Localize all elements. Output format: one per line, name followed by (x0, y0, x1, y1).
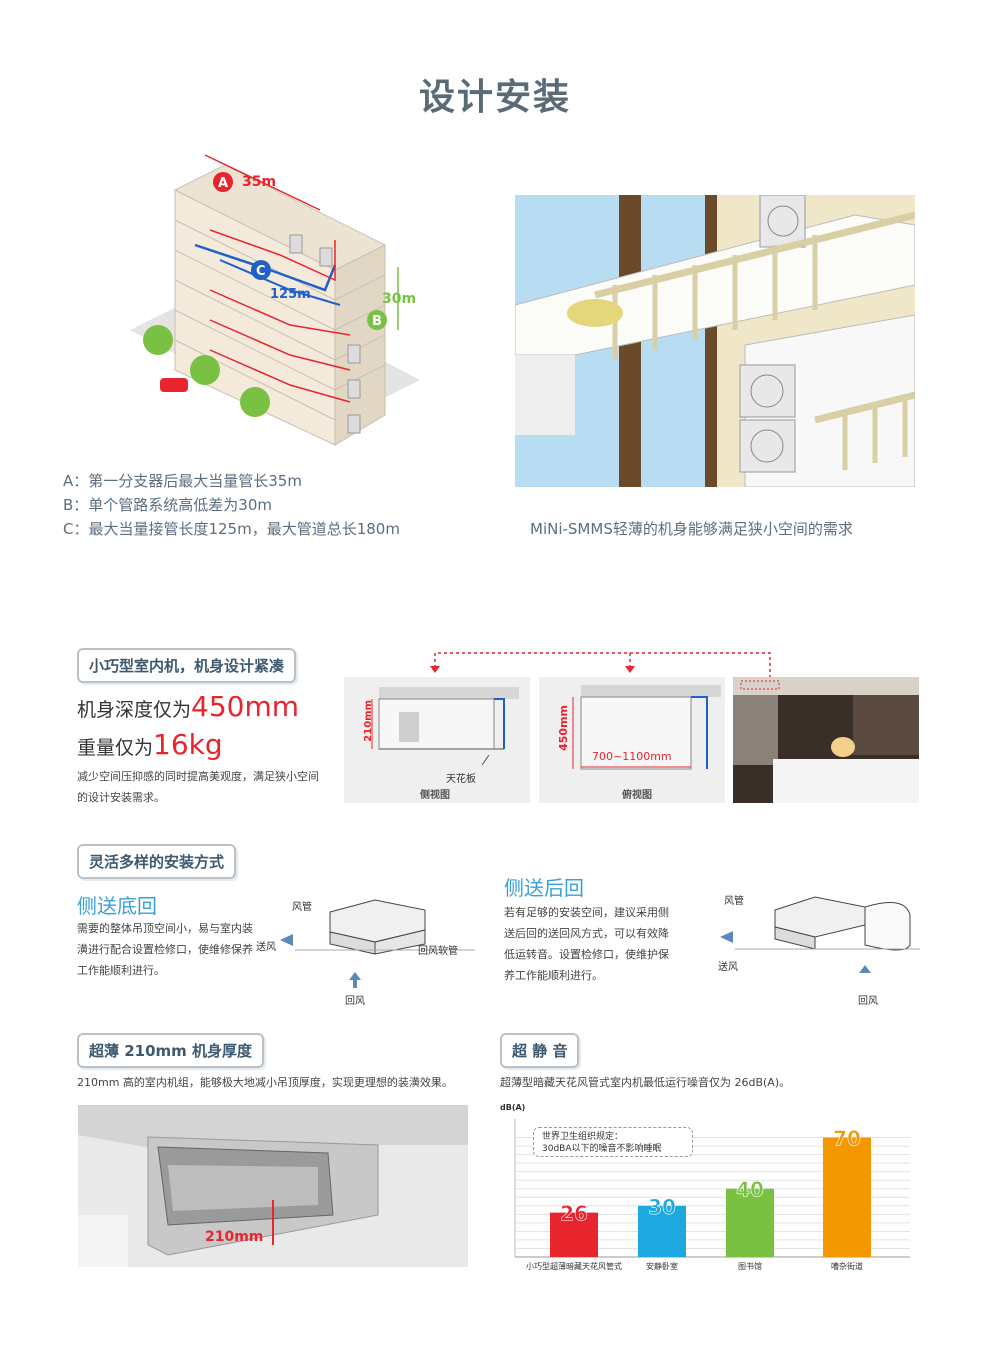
depth-line: 机身深度仅为450mm (77, 690, 299, 723)
who-note-line1: 世界卫生组织规定： (542, 1132, 624, 1142)
label-b: B (372, 314, 382, 329)
legend-c: C：最大当量接管长度125m，最大管道总长180m (63, 520, 400, 538)
ceiling-label: 天花板 (446, 774, 476, 785)
compact-desc: 减少空间压抑感的同时提高美观度，满足狭小空间的设计安装需求。 (77, 770, 319, 804)
legend-a: A：第一分支器后最大当量管长35m (63, 472, 302, 490)
rear-wind-pipe: 风管 (724, 896, 744, 907)
rear-return-diagram (720, 896, 920, 973)
top-dim-v: 450mm (557, 705, 570, 751)
category-label-1: 安静卧室 (646, 1262, 678, 1271)
weight-value: 16kg (153, 728, 223, 761)
dim-a-text: 35m (242, 174, 276, 190)
depth-prefix: 机身深度仅为 (77, 699, 192, 721)
weight-prefix: 重量仅为 (77, 737, 154, 759)
dim-b-text: 30m (382, 291, 416, 307)
quiet-tag: 超 静 音 (500, 1033, 580, 1068)
thin-dim: 210mm (205, 1229, 264, 1245)
weight-line: 重量仅为16kg (77, 728, 223, 761)
thin-desc: 210mm 高的室内机组，能够极大地减小吊顶厚度，实现更理想的装潢效果。 (77, 1076, 453, 1089)
quiet-desc: 超薄型暗藏天花风管式室内机最低运行噪音仅为 26dB(A)。 (500, 1076, 791, 1089)
top-dim-h: 700~1100mm (592, 750, 672, 763)
category-labels: 小巧型超薄暗藏天花风管式 安静卧室 图书馆 嘈杂街道 (505, 1261, 915, 1275)
compact-tag: 小巧型室内机，机身设计紧凑 (77, 648, 297, 683)
bottom-supply: 送风 (256, 942, 276, 953)
building-illustration: 35m A 30m B C 125m (130, 154, 420, 446)
side-dim: 210mm (363, 700, 374, 742)
bottom-return: 回风 (345, 996, 365, 1007)
legend-b: B：单个管路系统高低差为30m (63, 496, 272, 514)
chart-ylabel: dB(A) (500, 1103, 526, 1112)
top-view-label: 俯视图 (622, 790, 652, 801)
bar-0 (550, 1212, 598, 1257)
page-title: 设计安装 (418, 77, 571, 118)
balcony-illustration (515, 195, 915, 487)
bottom-desc: 需要的整体吊顶空间小，易与室内装潢进行配合设置检修口，使维修保养工作能顺利进行。 (77, 922, 253, 977)
hotel-room-photo (733, 677, 919, 803)
install-tag: 灵活多样的安装方式 (77, 844, 237, 879)
noise-chart: 26 30 40 70 (514, 1119, 910, 1258)
rear-desc: 若有足够的安装空间，建议采用侧送后回的送回风方式，可以有效降低运转音。设置检修口… (504, 906, 669, 982)
bar-1 (638, 1205, 686, 1257)
rear-heading: 侧送后回 (504, 876, 584, 900)
category-label-0: 小巧型超薄暗藏天花风管式 (526, 1262, 622, 1271)
top-view-panel (539, 677, 725, 803)
dim-c-text: 125m (270, 287, 311, 302)
label-c: C (256, 264, 266, 279)
bar-value-label-0: 26 (560, 1202, 588, 1226)
bar-2 (726, 1188, 774, 1257)
category-label-2: 图书馆 (738, 1262, 762, 1271)
label-a: A (218, 176, 228, 191)
bottom-return-diagram (280, 899, 475, 988)
rear-return: 回风 (858, 996, 878, 1007)
bottom-heading: 侧送底回 (77, 894, 157, 918)
bar-value-label-2: 40 (736, 1178, 764, 1202)
dashed-connector (430, 652, 771, 683)
category-label-3: 嘈杂街道 (831, 1262, 863, 1271)
side-view-label: 侧视图 (420, 790, 450, 801)
bar-3 (823, 1137, 871, 1257)
who-note-line2: 30dBA以下的噪音不影响睡眠 (542, 1144, 662, 1154)
bottom-wind-pipe: 风管 (292, 902, 312, 913)
rear-supply: 送风 (718, 962, 738, 973)
thin-tag: 超薄 210mm 机身厚度 (77, 1033, 265, 1068)
depth-value: 450mm (191, 690, 300, 723)
bottom-return-hose: 回风软管 (418, 946, 458, 957)
thin-unit-illustration (78, 1105, 468, 1267)
bar-value-label-1: 30 (648, 1195, 676, 1219)
balcony-caption: MiNi-SMMS轻薄的机身能够满足狭小空间的需求 (530, 520, 853, 538)
bar-value-label-3: 70 (833, 1127, 861, 1151)
who-note: 世界卫生组织规定： 30dBA以下的噪音不影响睡眠 (533, 1127, 693, 1157)
side-view-panel (344, 677, 530, 803)
